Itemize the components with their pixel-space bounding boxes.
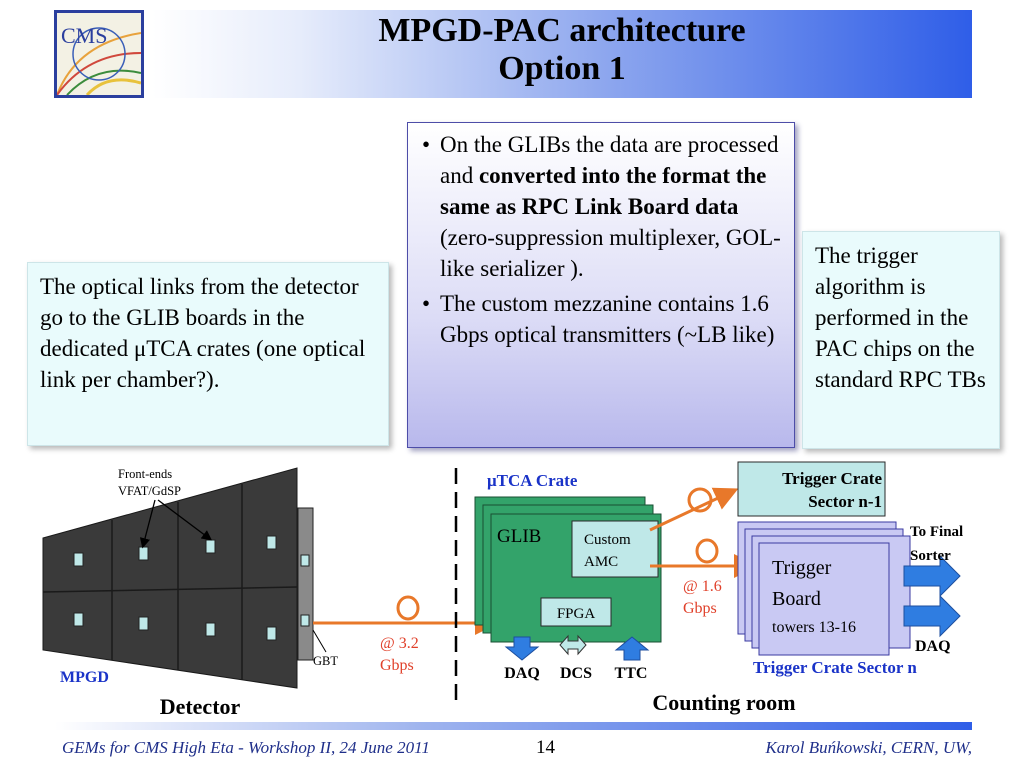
utca-crate-label: μTCA Crate (487, 471, 578, 490)
to-final-label: To Final (910, 524, 963, 540)
front-end-pointer (139, 499, 156, 549)
front-end-chip (73, 552, 84, 567)
bullet-item-2: • The custom mezzanine contains 1.6 Gbps… (420, 288, 782, 350)
daq-arrow-icon (504, 636, 540, 661)
trigger-crate-sector-n-1 (737, 461, 886, 517)
optical-links-text: The optical links from the detector go t… (40, 274, 366, 392)
ttc-label: TTC (615, 665, 648, 682)
daq-output-arrow-icon (903, 594, 961, 638)
optical-link-to-sector-n-1 (649, 487, 739, 532)
optical-links-textbox: The optical links from the detector go t… (27, 262, 389, 446)
cms-logo-graphic: CMS (57, 23, 141, 95)
fiber-loop-icon (396, 595, 420, 621)
amc-label: AMC (584, 554, 618, 570)
fpga-label: FPGA (557, 606, 596, 622)
bullet-1-text: On the GLIBs the data are processed and (440, 132, 779, 188)
front-end-pointer (157, 499, 213, 541)
mpgd-detector (42, 467, 314, 689)
sorter-label: Sorter (910, 548, 951, 564)
daq-output-label: DAQ (915, 638, 951, 655)
utca-crate (474, 496, 662, 643)
title-banner (152, 10, 972, 98)
trigger-board-line-1: Trigger (772, 557, 832, 579)
page-number: 14 (536, 737, 555, 758)
dcs-bidirectional-arrow-icon (559, 634, 587, 656)
gbt-label: GBT (313, 654, 338, 668)
dcs-label: DCS (560, 665, 592, 682)
front-end-chip (266, 535, 277, 550)
counting-room-label: Counting room (652, 690, 795, 715)
front-end-chip (138, 546, 149, 561)
fiber-loop-icon (687, 487, 713, 513)
bullet-2-text: The custom mezzanine contains 1.6 Gbps o… (440, 291, 775, 347)
glib-processing-textbox: • On the GLIBs the data are processed an… (407, 122, 795, 448)
bullet-1-tail-text: (zero-suppression multiplexer, GOL-like … (440, 225, 781, 281)
fiber-loop-icon (695, 538, 719, 564)
title-line-1: MPGD-PAC architecture (378, 12, 746, 49)
to-final-sorter-arrow-icon (903, 554, 961, 598)
front-ends-label: Front-ends (118, 467, 172, 481)
detector-label: Detector (160, 694, 241, 719)
link-rate-1p6-value: @ 1.6 (683, 578, 722, 595)
trigger-board-stack (737, 521, 911, 656)
gbt-pointer (312, 629, 327, 653)
page-title: MPGD-PAC architecture Option 1 (152, 12, 972, 88)
trigger-crate-n-1-line-1: Trigger Crate (782, 469, 882, 488)
bullet-1-bold-text: converted into the format the same as RP… (440, 163, 767, 219)
mpgd-label: MPGD (60, 669, 109, 686)
gbt-chip (300, 554, 310, 567)
ttc-arrow-icon (614, 636, 650, 661)
trigger-algorithm-text: The trigger algorithm is performed in th… (815, 243, 986, 392)
title-line-2: Option 1 (498, 50, 626, 87)
bullet-marker: • (422, 291, 431, 316)
towers-label: towers 13-16 (772, 619, 856, 636)
footer-author: Karol Buńkowski, CERN, UW, (765, 738, 972, 757)
trigger-board-line-2: Board (772, 588, 821, 610)
fpga-chip (540, 597, 612, 627)
front-end-chip (138, 616, 149, 631)
custom-label: Custom (584, 532, 631, 548)
trigger-algorithm-textbox: The trigger algorithm is performed in th… (802, 231, 1000, 449)
front-end-chip (266, 626, 277, 641)
footer-bar (55, 722, 972, 730)
custom-amc-board (571, 520, 659, 578)
logo-text: CMS (61, 23, 107, 48)
vfat-gdsp-label: VFAT/GdSP (118, 484, 181, 498)
front-end-chip (205, 539, 216, 554)
cms-logo: CMS (54, 10, 144, 98)
link-rate-1p6-unit: Gbps (683, 600, 717, 617)
trigger-crate-sector-n-label: Trigger Crate Sector n (753, 658, 917, 677)
trigger-board (758, 542, 890, 656)
trigger-crate-n-1-line-2: Sector n-1 (808, 492, 882, 511)
bullet-item-1: • On the GLIBs the data are processed an… (420, 129, 782, 284)
glib-label: GLIB (497, 526, 541, 547)
gbt-board (297, 507, 314, 661)
bullet-marker: • (422, 132, 431, 157)
gbt-chip (300, 614, 310, 627)
front-end-chip (73, 612, 84, 627)
link-rate-3p2-value: @ 3.2 (380, 635, 419, 652)
bullet-list: • On the GLIBs the data are processed an… (420, 129, 782, 350)
front-end-chip (205, 622, 216, 637)
daq-label: DAQ (504, 665, 540, 682)
footer-event: GEMs for CMS High Eta - Workshop II, 24 … (62, 738, 430, 757)
link-rate-3p2-unit: Gbps (380, 657, 414, 674)
